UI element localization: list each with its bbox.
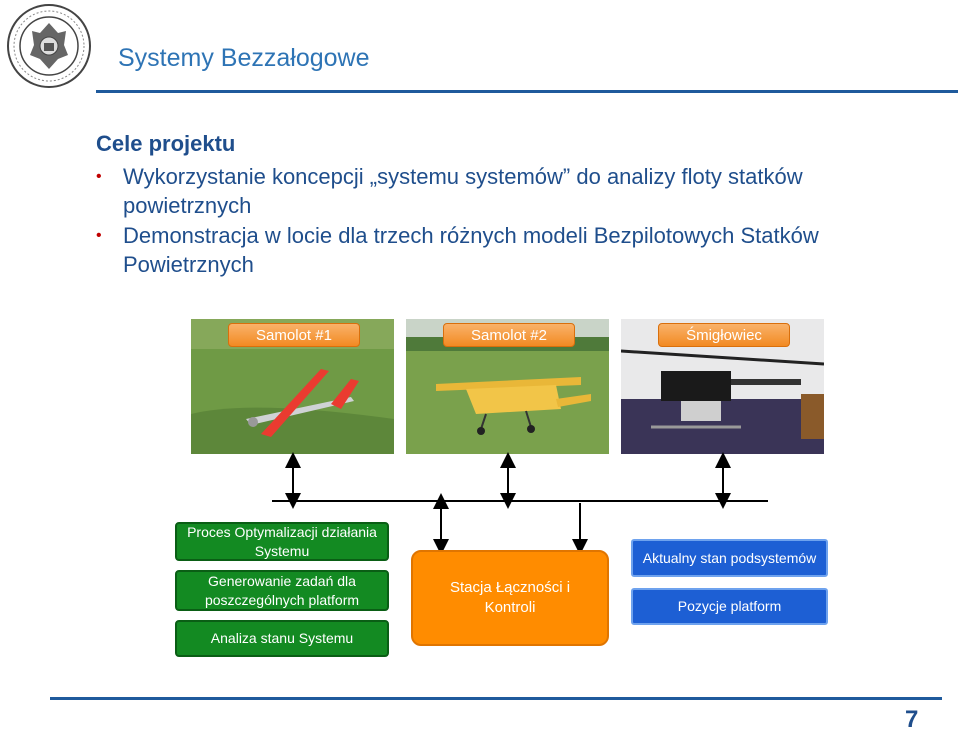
blue-box-platform-positions: Pozycje platform — [631, 588, 828, 625]
green-box-task-generation: Generowanie zadań dla poszczególnych pla… — [175, 570, 389, 611]
footer-divider — [50, 697, 942, 700]
green-box-system-state: Analiza stanu Systemu — [175, 620, 389, 657]
page-number: 7 — [905, 706, 918, 734]
green-box-optimization: Proces Optymalizacji działania Systemu — [175, 522, 389, 561]
blue-box-subsystem-state: Aktualny stan podsystemów — [631, 539, 828, 577]
ground-control-station-box: Stacja Łączności i Kontroli — [411, 550, 609, 646]
